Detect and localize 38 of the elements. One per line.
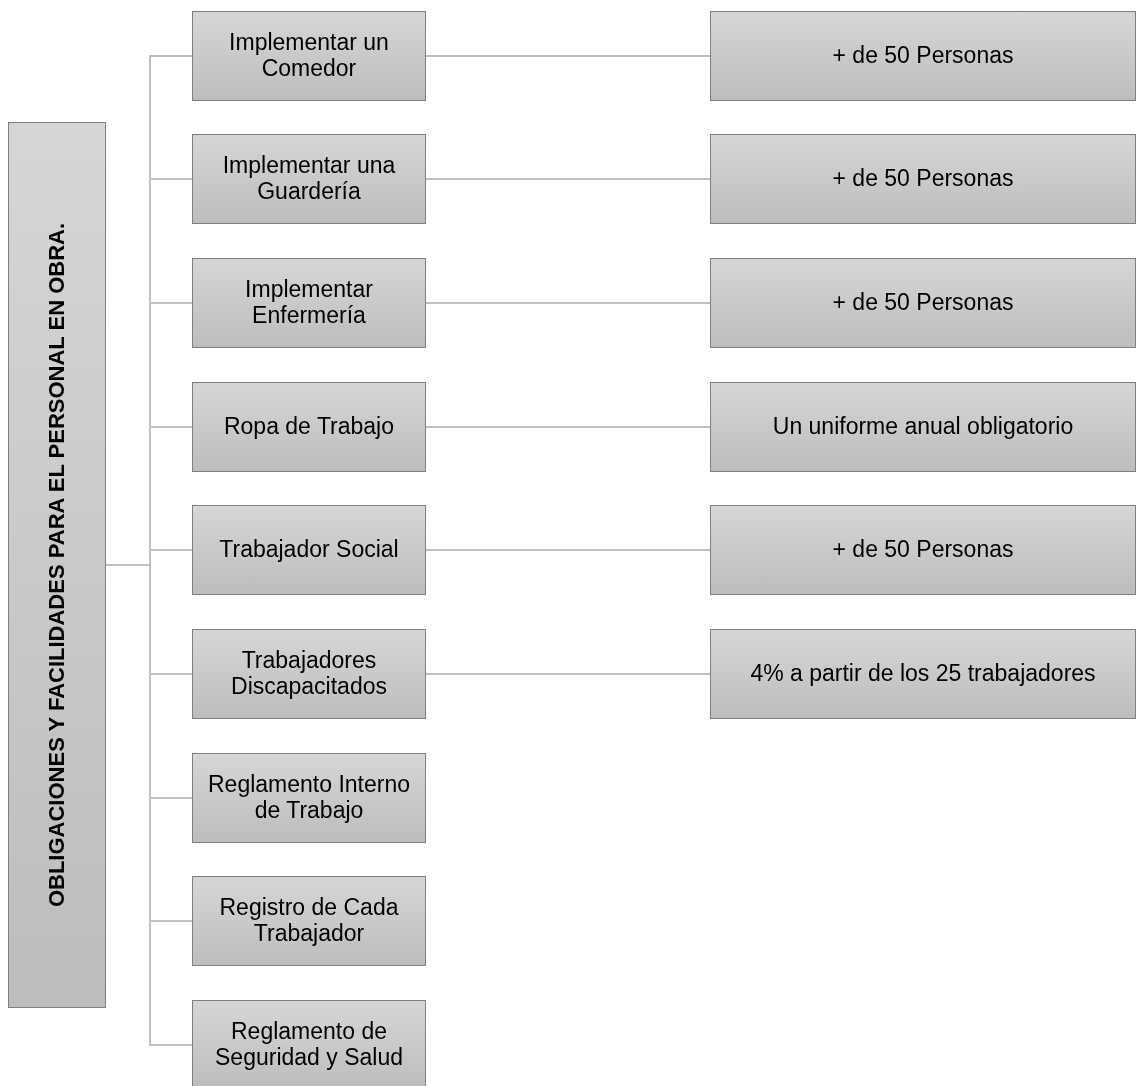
item-box	[192, 134, 426, 224]
title-box	[8, 122, 106, 1008]
item-box	[192, 11, 426, 101]
connector-line	[425, 673, 711, 675]
item-box	[710, 382, 1136, 472]
item-text: Un uniforme anual obligatorio	[772, 414, 1074, 440]
item-box	[192, 629, 426, 719]
item-text: + de 50 Personas	[832, 537, 1014, 563]
item-text: Trabajador Social	[219, 537, 399, 563]
item-text: Implementar una Guardería	[221, 153, 397, 205]
item-box	[710, 505, 1136, 595]
connector-line	[425, 178, 711, 180]
item-box	[192, 1000, 426, 1086]
item-box	[192, 753, 426, 843]
item-box	[192, 258, 426, 348]
item-text: Trabajadores Discapacitados	[230, 648, 388, 700]
connector-line	[425, 302, 711, 304]
item-box	[710, 11, 1136, 101]
item-text: Registro de Cada Trabajador	[218, 895, 400, 947]
item-box	[192, 876, 426, 966]
item-text: Implementar Enfermería	[244, 277, 374, 329]
item-text: + de 50 Personas	[832, 43, 1014, 69]
item-box	[192, 505, 426, 595]
item-text: Implementar un Comedor	[228, 30, 390, 82]
item-box	[192, 382, 426, 472]
connector-line	[425, 426, 711, 428]
item-text: + de 50 Personas	[832, 290, 1014, 316]
item-text: 4% a partir de los 25 trabajadores	[750, 661, 1096, 687]
connector-line	[425, 55, 711, 57]
item-text: Reglamento Interno de Trabajo	[207, 772, 411, 824]
connector-line	[425, 549, 711, 551]
item-text: Ropa de Trabajo	[223, 414, 395, 440]
item-text: + de 50 Personas	[832, 166, 1014, 192]
item-box	[710, 258, 1136, 348]
title-text: OBLIGACIONES Y FACILIDADES PARA EL PERSONAL EN OBRA.	[44, 221, 70, 910]
item-box	[710, 629, 1136, 719]
item-text: Reglamento de Seguridad y Salud	[214, 1019, 404, 1071]
item-box	[710, 134, 1136, 224]
